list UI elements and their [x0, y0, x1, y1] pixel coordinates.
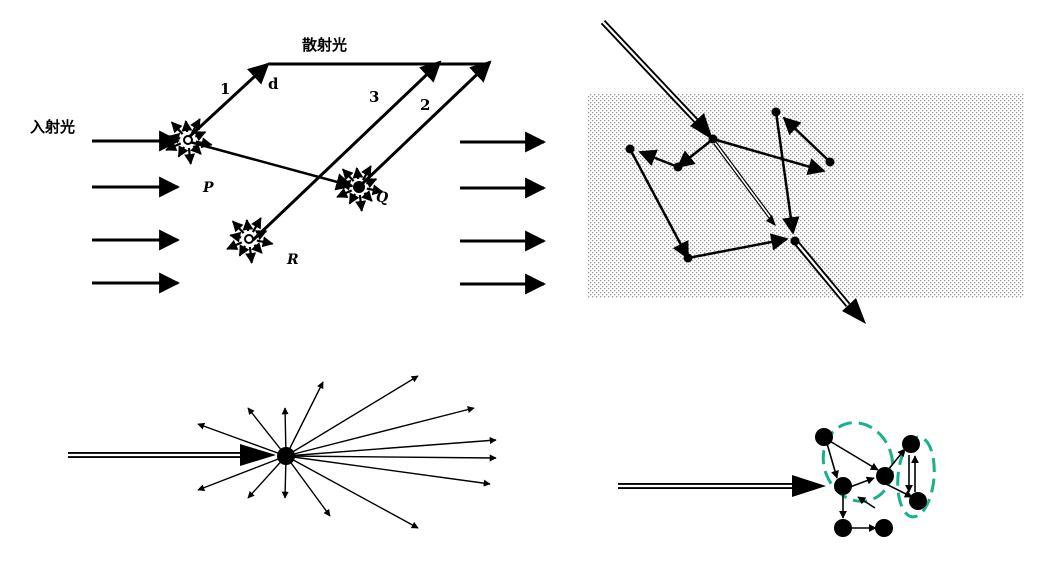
scattered-ray: [285, 455, 491, 487]
incoming-beam: [600, 19, 713, 140]
scattered-ray: [285, 454, 497, 462]
point-p-label: P: [202, 180, 214, 196]
starburst-ray: [251, 241, 263, 254]
scattered-rays: [197, 375, 497, 529]
starburst-ray: [165, 140, 182, 151]
starburst-ray: [229, 231, 242, 243]
cluster-particle: [876, 467, 894, 485]
outgoing-beam: [792, 239, 866, 324]
panel-scattering-geometry: 散射光 1 d 3 2 入射光 P Q R: [30, 36, 547, 295]
starburst-ray: [341, 168, 355, 182]
ray-p-to-q: [189, 140, 354, 191]
starburst-ray: [184, 147, 196, 165]
starburst-ray: [352, 167, 364, 180]
scatter-node: [708, 134, 718, 144]
scattered-ray: [197, 455, 287, 491]
incident-light-label: 入射光: [30, 118, 75, 136]
thin-diagonal-path: [713, 141, 776, 226]
scattered-ray: [285, 406, 475, 457]
starburst-ray: [195, 137, 213, 149]
scatter-point: [353, 181, 365, 193]
panel-single-scatterer: [68, 375, 497, 529]
starburst-ray: [254, 230, 268, 241]
incident-beam: [68, 444, 276, 466]
cluster-outline-left: [821, 421, 895, 503]
scattered-light-label: 散射光: [302, 36, 347, 54]
scatter-node: [683, 253, 693, 263]
scattered-ray: [285, 436, 497, 457]
point-q-label: Q: [376, 190, 388, 206]
starburst-ray: [361, 189, 373, 202]
starburst-ray: [168, 132, 181, 144]
ray-3-label: 3: [369, 88, 379, 106]
starburst-ray: [231, 220, 245, 234]
scattered-ray: [285, 455, 419, 529]
ray-1-label: 1: [220, 80, 230, 98]
scattered-ray: [197, 422, 287, 457]
scatter-point: [183, 135, 193, 145]
starburst-ray: [348, 192, 360, 205]
scatter-center-q: [336, 165, 384, 212]
starburst-ray: [193, 131, 207, 142]
starburst-ray: [170, 121, 184, 135]
scattered-ray: [247, 455, 287, 499]
cluster-particle: [909, 492, 927, 510]
scatter-node: [790, 236, 800, 246]
cluster-outline-right: [896, 435, 936, 519]
starburst-ray: [226, 239, 243, 250]
ray-1: [186, 62, 270, 140]
turbid-medium: [588, 94, 1024, 298]
ray-2-label: 2: [420, 96, 430, 114]
point-r-label: R: [286, 252, 299, 268]
starburst-ray: [364, 178, 378, 189]
incident-beam: [618, 475, 826, 497]
scatter-node: [825, 157, 835, 167]
starburst-ray: [245, 246, 257, 264]
starburst-ray: [238, 244, 250, 257]
photon-path: [628, 111, 829, 260]
starburst-ray: [177, 145, 189, 158]
scatter-node: [673, 162, 683, 172]
starburst-ray: [190, 118, 201, 134]
scatter-node: [771, 107, 781, 117]
cluster-particle: [875, 519, 893, 537]
scatter-center-p: [165, 118, 213, 165]
starburst-ray: [336, 187, 353, 198]
ray-2: [360, 60, 492, 186]
scattered-ray: [285, 455, 331, 517]
scatter-point: [244, 234, 254, 244]
starburst-ray: [181, 120, 193, 133]
scattered-ray: [247, 407, 287, 457]
cluster-particle: [815, 428, 833, 446]
cluster-links: [825, 439, 919, 532]
particle: [277, 447, 295, 465]
starburst-ray: [242, 219, 254, 232]
starburst-ray: [366, 184, 384, 196]
starburst-ray: [361, 165, 372, 181]
starburst-ray: [251, 217, 262, 233]
ray-3: [251, 60, 442, 242]
cluster-particle: [902, 435, 920, 453]
cluster-particle: [834, 519, 852, 537]
point-d-label: d: [268, 75, 279, 93]
starburst-ray: [339, 179, 352, 191]
starburst-ray: [190, 142, 202, 155]
starburst-ray: [256, 236, 274, 248]
panel-random-walk: [588, 19, 1024, 324]
scatter-node: [625, 144, 635, 154]
scatter-center-r: [226, 217, 274, 264]
panel-particle-cluster: [618, 421, 936, 537]
starburst-ray: [355, 194, 367, 212]
scattered-ray: [285, 381, 324, 457]
scattered-ray: [285, 375, 419, 457]
cluster-particle: [834, 477, 852, 495]
